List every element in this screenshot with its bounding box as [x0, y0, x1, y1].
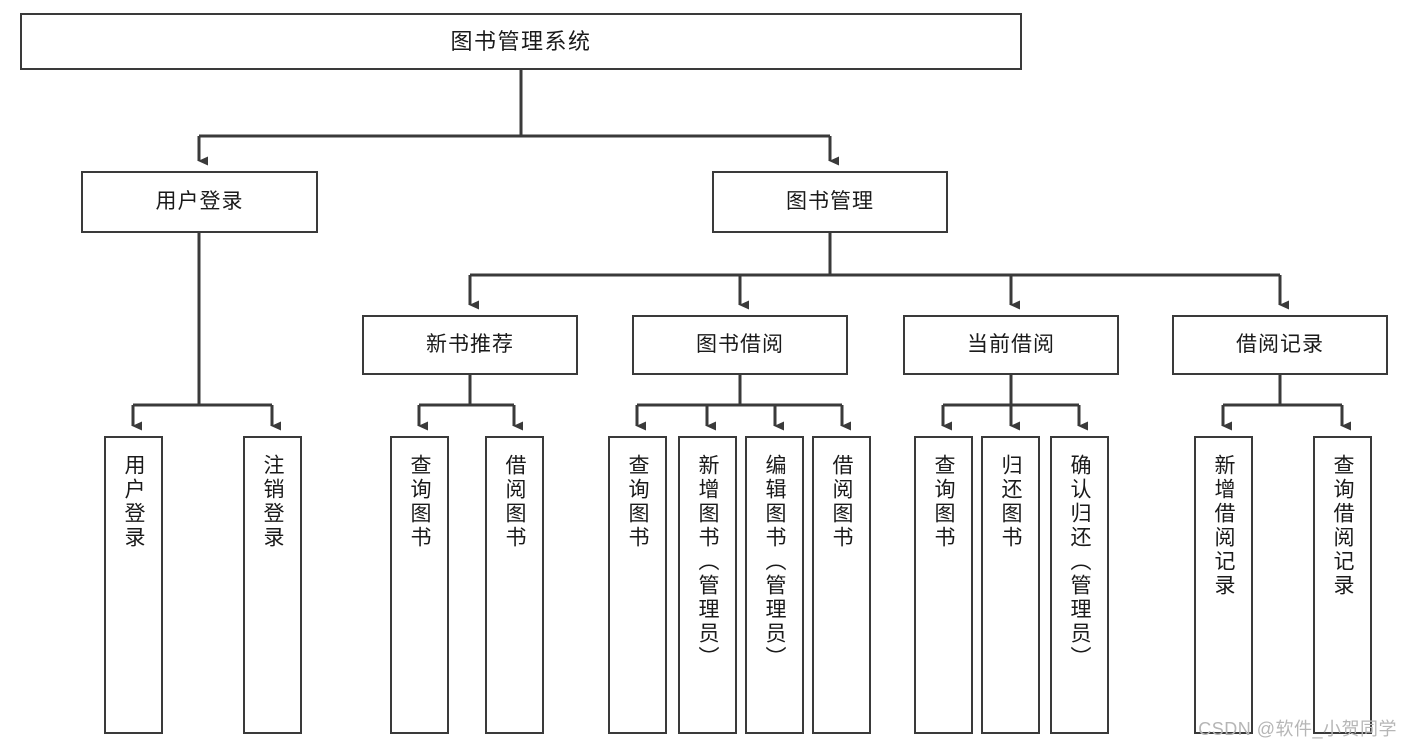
- leaf-borrow-record-add-label: 新增借阅记录: [1212, 454, 1235, 598]
- node-book-borrow[interactable]: 图书借阅: [632, 315, 848, 375]
- leaf-book-borrow-borrow[interactable]: 借阅图书: [812, 436, 871, 734]
- leaf-current-borrow-confirm-return[interactable]: 确认归还（管理员）: [1050, 436, 1109, 734]
- node-new-book-recommend-label: 新书推荐: [426, 332, 514, 356]
- leaf-new-book-borrow[interactable]: 借阅图书: [485, 436, 544, 734]
- leaf-book-borrow-edit[interactable]: 编辑图书（管理员）: [745, 436, 804, 734]
- leaf-borrow-record-query-label: 查询借阅记录: [1331, 454, 1354, 598]
- leaf-book-borrow-borrow-label: 借阅图书: [830, 454, 853, 550]
- leaf-current-borrow-query-label: 查询图书: [932, 454, 955, 550]
- leaf-book-borrow-add-label: 新增图书（管理员）: [696, 454, 719, 670]
- leaf-new-book-query[interactable]: 查询图书: [390, 436, 449, 734]
- leaf-current-borrow-query[interactable]: 查询图书: [914, 436, 973, 734]
- node-current-borrow-label: 当前借阅: [967, 332, 1055, 356]
- leaf-new-book-borrow-label: 借阅图书: [503, 454, 526, 550]
- node-borrow-record[interactable]: 借阅记录: [1172, 315, 1388, 375]
- leaf-new-book-query-label: 查询图书: [408, 454, 431, 550]
- leaf-book-borrow-query-label: 查询图书: [626, 454, 649, 550]
- leaf-book-borrow-query[interactable]: 查询图书: [608, 436, 667, 734]
- leaf-user-login-logout-label: 注销登录: [261, 454, 284, 550]
- node-user-login[interactable]: 用户登录: [81, 171, 318, 233]
- leaf-user-login-login[interactable]: 用户登录: [104, 436, 163, 734]
- node-book-management[interactable]: 图书管理: [712, 171, 948, 233]
- node-new-book-recommend[interactable]: 新书推荐: [362, 315, 578, 375]
- leaf-borrow-record-query[interactable]: 查询借阅记录: [1313, 436, 1372, 734]
- node-book-borrow-label: 图书借阅: [696, 332, 784, 356]
- leaf-book-borrow-edit-label: 编辑图书（管理员）: [763, 454, 786, 670]
- csdn-watermark: CSDN @软件_小贺同学: [1198, 719, 1397, 739]
- node-root-system-label: 图书管理系统: [450, 28, 592, 54]
- leaf-current-borrow-confirm-return-label: 确认归还（管理员）: [1068, 454, 1091, 670]
- leaf-book-borrow-add[interactable]: 新增图书（管理员）: [678, 436, 737, 734]
- node-book-management-label: 图书管理: [786, 189, 874, 213]
- leaf-user-login-logout[interactable]: 注销登录: [243, 436, 302, 734]
- node-root-system[interactable]: 图书管理系统: [20, 13, 1022, 70]
- node-current-borrow[interactable]: 当前借阅: [903, 315, 1119, 375]
- node-borrow-record-label: 借阅记录: [1236, 332, 1324, 356]
- leaf-borrow-record-add[interactable]: 新增借阅记录: [1194, 436, 1253, 734]
- leaf-current-borrow-return-label: 归还图书: [999, 454, 1022, 550]
- leaf-current-borrow-return[interactable]: 归还图书: [981, 436, 1040, 734]
- node-user-login-label: 用户登录: [155, 189, 244, 213]
- leaf-user-login-login-label: 用户登录: [122, 454, 145, 550]
